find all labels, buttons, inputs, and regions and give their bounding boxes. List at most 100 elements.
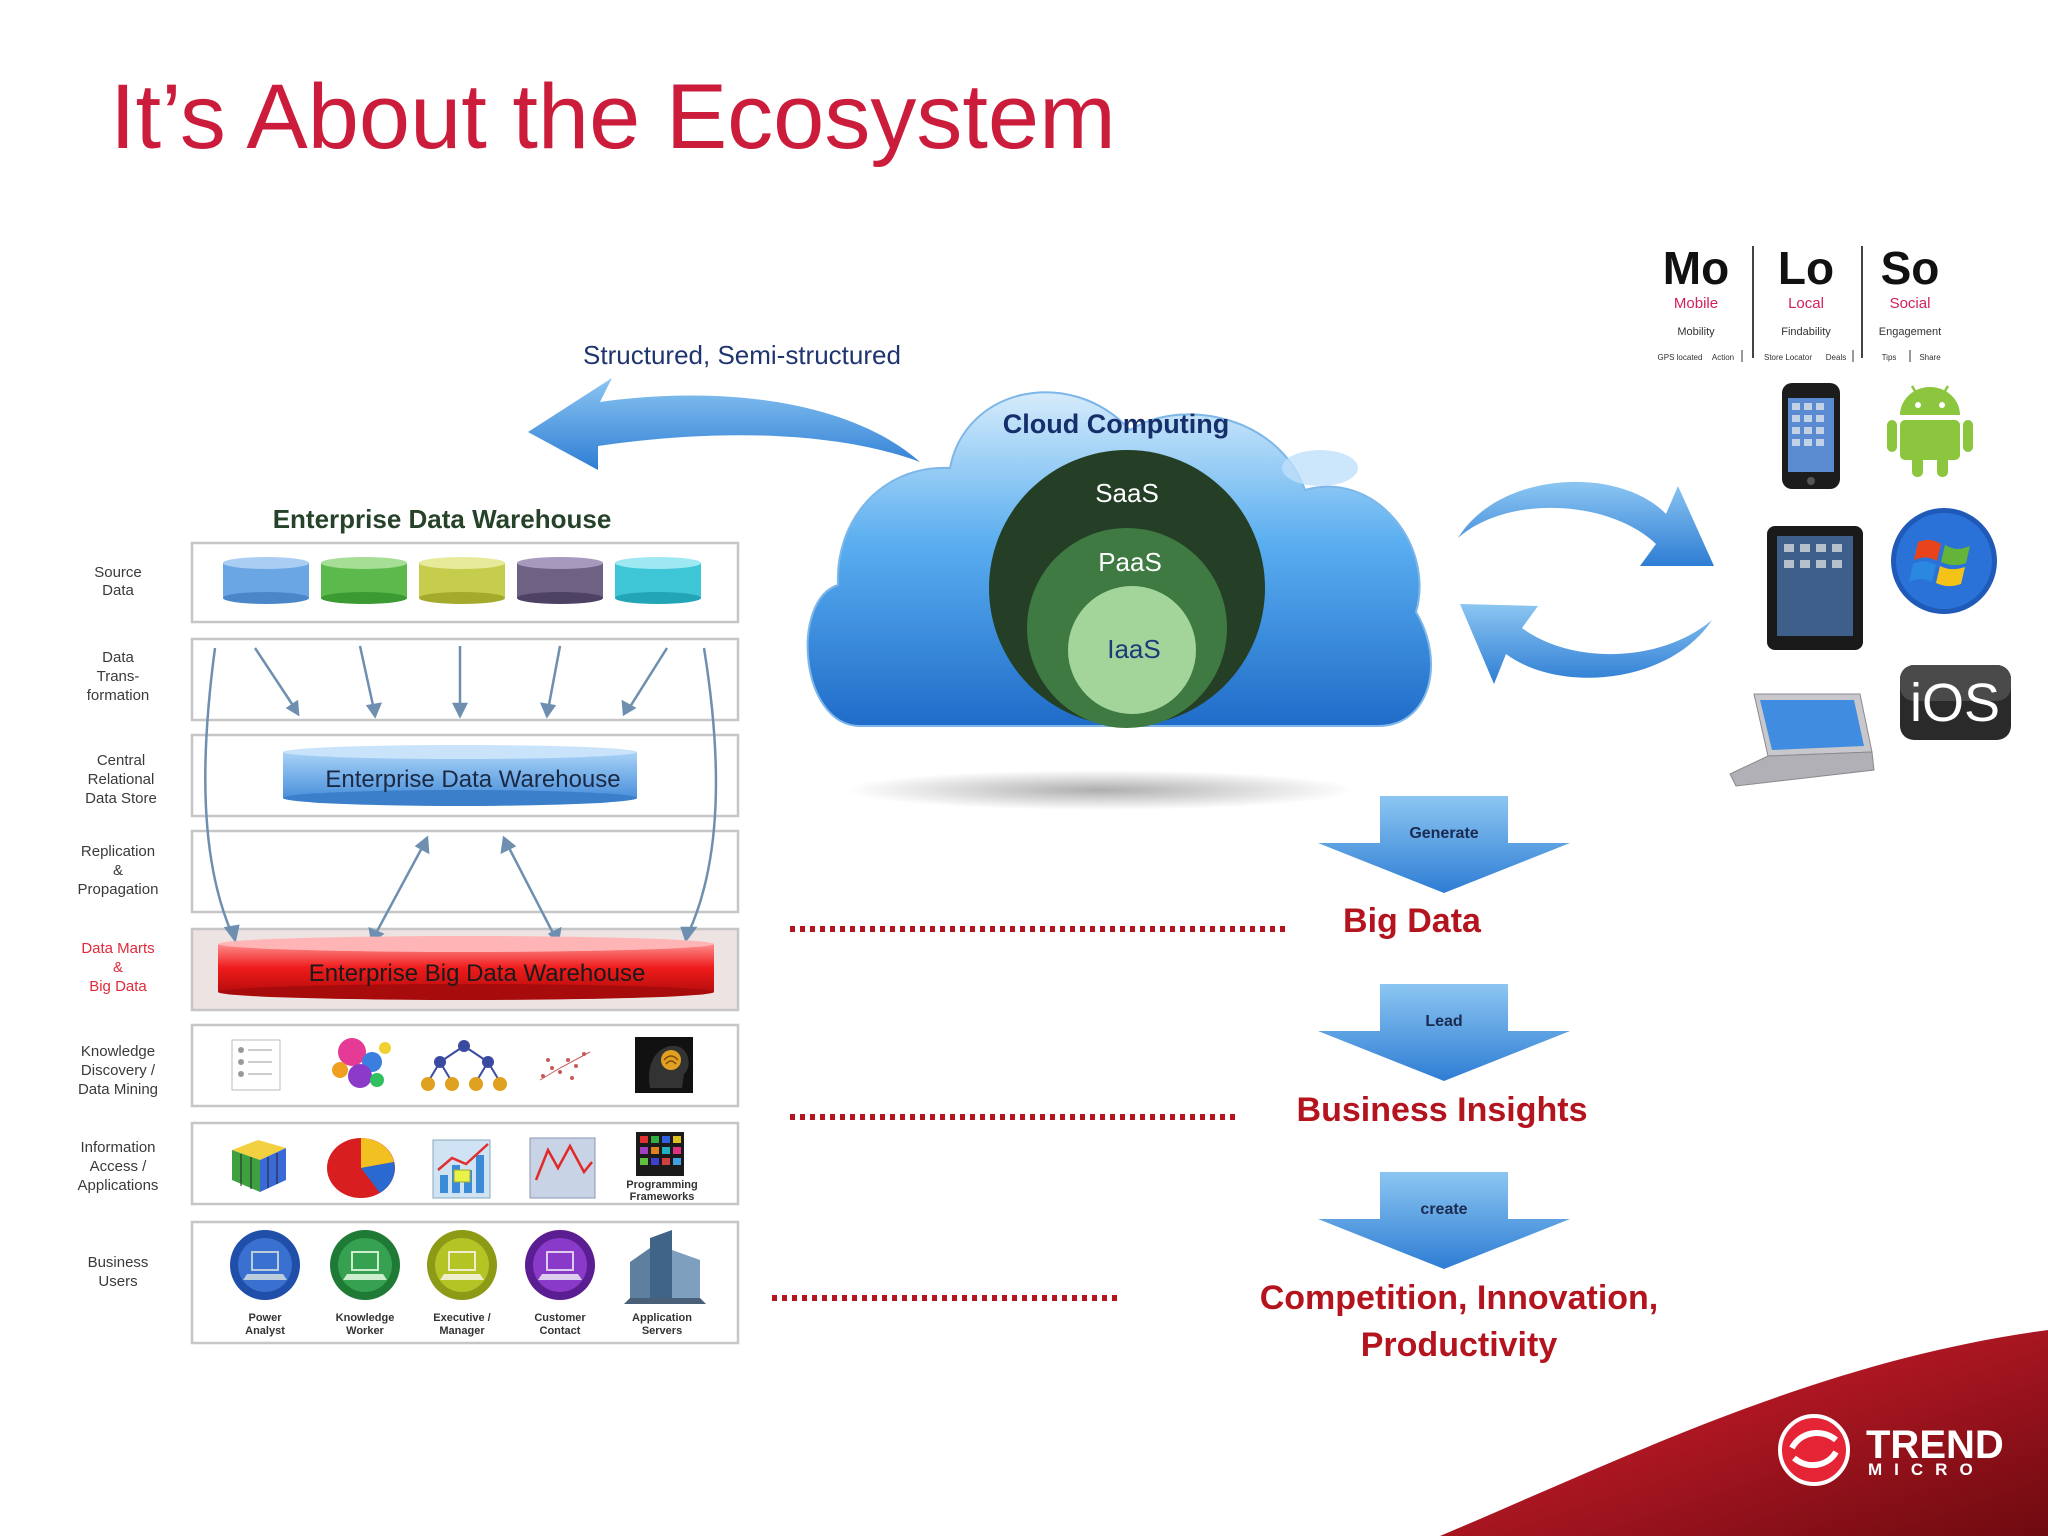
structured-flow-label: Structured, Semi-structured (583, 340, 901, 370)
mo-word: Mobile (1674, 295, 1718, 312)
smartphone-icon (1782, 383, 1840, 489)
programming-grid-icon (636, 1132, 684, 1176)
user-caption-customer-1: Customer (534, 1312, 586, 1324)
user-caption-knowledge-2: Worker (346, 1325, 384, 1337)
svg-text:Executive /Manager: Executive /Manager (433, 1312, 490, 1337)
cloud-title: Cloud Computing (1003, 409, 1229, 439)
so-word: Social (1890, 295, 1931, 312)
lo-attr: Findability (1781, 326, 1831, 338)
windows-logo-icon (1891, 508, 1997, 614)
central-edw-cylinder: Enterprise Data Warehouse (283, 745, 637, 806)
business-insights-result: Business Insights (1297, 1091, 1588, 1129)
knowledge-worker-icon (330, 1230, 400, 1300)
tablet-icon (1767, 526, 1863, 650)
lo-tag-1: Store Locator (1764, 353, 1812, 362)
so-tag-2: Share (1919, 353, 1941, 362)
decision-tree-icon (421, 1040, 507, 1091)
android-icon (1887, 385, 1973, 477)
mo-tag-1: GPS located (1658, 353, 1703, 362)
label-apps-3: Applications (78, 1177, 159, 1194)
svg-text:Replication&Propagation: Replication&Propagation (78, 843, 159, 898)
big-data-warehouse-label: Enterprise Big Data Warehouse (309, 960, 646, 987)
label-replication-3: Propagation (78, 881, 159, 898)
label-source-2: Data (102, 582, 134, 599)
label-discovery-3: Data Mining (78, 1081, 158, 1098)
central-edw-label: Enterprise Data Warehouse (325, 766, 620, 793)
pie-chart-icon (327, 1138, 395, 1198)
ios-label: iOS (1910, 673, 2000, 733)
source-cylinder-cyan (615, 557, 701, 604)
label-users-2: Users (98, 1273, 137, 1290)
generate-label: Generate (1409, 825, 1478, 842)
mo-tag-2: Action (1712, 353, 1734, 362)
cloud-shadow (845, 770, 1355, 810)
source-data-cylinders (223, 557, 701, 604)
ios-logo-icon: iOS (1900, 665, 2011, 740)
application-servers-icon (624, 1230, 706, 1304)
pipeline: Generate Big Data Lead Business Insights… (772, 796, 1658, 1364)
brain-head-icon (635, 1037, 693, 1093)
source-cylinder-yellow (419, 557, 505, 604)
lead-label: Lead (1425, 1013, 1462, 1030)
label-central-1: Central (97, 752, 145, 769)
lo-abbr: Lo (1778, 242, 1834, 294)
lead-arrow: Lead (1318, 984, 1570, 1081)
user-caption-executive-1: Executive / (433, 1312, 490, 1324)
mo-lo-so-panel: Mo Mobile Mobility GPS located Action Lo… (1658, 242, 1941, 362)
user-caption-servers-1: Application (632, 1312, 692, 1324)
label-bigdata-1: Data Marts (81, 940, 154, 957)
cluster-bubbles-icon (332, 1038, 391, 1088)
label-bigdata-3: Big Data (89, 978, 147, 995)
structured-flow-arrow (528, 378, 920, 470)
discovery-icons (231, 1037, 693, 1093)
big-data-warehouse-cylinder: Enterprise Big Data Warehouse (218, 936, 714, 1000)
brand-line2: MICRO (1868, 1460, 1985, 1479)
lo-word: Local (1788, 295, 1824, 312)
row-box-replication (190, 829, 740, 914)
paas-label: PaaS (1098, 547, 1162, 577)
label-discovery-1: Knowledge (81, 1043, 155, 1060)
label-source-1: Source (94, 564, 142, 581)
user-caption-executive-2: Manager (439, 1325, 485, 1337)
rubiks-cube-icon (232, 1140, 286, 1192)
executive-manager-icon (427, 1230, 497, 1300)
iaas-label: IaaS (1107, 634, 1161, 664)
scatter-plot-icon (539, 1051, 591, 1081)
edw-heading: Enterprise Data Warehouse (273, 504, 612, 534)
mo-abbr: Mo (1663, 242, 1729, 294)
label-bigdata-2: & (113, 959, 123, 976)
trend-micro-logo-icon (1778, 1414, 1850, 1486)
user-caption-power-1: Power (248, 1312, 282, 1324)
laptop-icon (1729, 693, 1875, 787)
source-cylinder-green (321, 557, 407, 604)
label-transform-3: formation (87, 687, 150, 704)
create-label: create (1420, 1201, 1467, 1218)
source-cylinder-blue (223, 557, 309, 604)
label-apps-2: Access / (90, 1158, 148, 1175)
label-discovery-2: Discovery / (81, 1062, 156, 1079)
so-abbr: So (1881, 242, 1940, 294)
competition-result-line2: Productivity (1361, 1326, 1558, 1364)
competition-result-line1: Competition, Innovation, (1260, 1279, 1659, 1317)
label-apps-1: Information (80, 1139, 155, 1156)
user-caption-servers-2: Servers (642, 1325, 682, 1337)
so-attr: Engagement (1879, 326, 1941, 338)
brand-corner: TREND MICRO (1440, 1330, 2048, 1536)
label-replication-1: Replication (81, 843, 155, 860)
devices-to-cloud-arrow (1460, 604, 1712, 684)
mo-attr: Mobility (1677, 326, 1715, 338)
iaas-ring (1068, 586, 1196, 714)
